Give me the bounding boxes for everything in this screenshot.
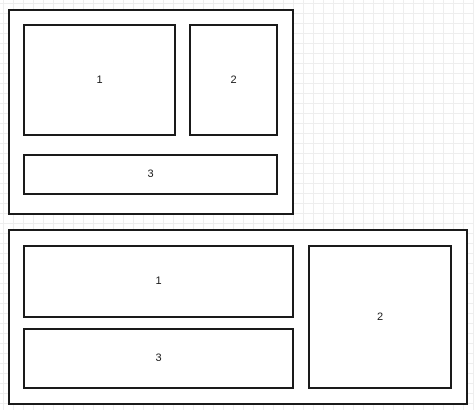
bottom-panel-3-label: 3 bbox=[155, 352, 162, 364]
top-panel-1-label: 1 bbox=[96, 73, 103, 86]
bottom-panel-2: 2 bbox=[308, 245, 452, 389]
bottom-panel-3: 3 bbox=[23, 328, 294, 389]
top-panel-2-label: 2 bbox=[230, 73, 237, 86]
top-panel-3: 3 bbox=[23, 154, 278, 195]
bottom-panel-1: 1 bbox=[23, 245, 294, 318]
top-panel-3-label: 3 bbox=[147, 168, 154, 180]
top-panel-2: 2 bbox=[189, 24, 278, 136]
top-panel-1: 1 bbox=[23, 24, 176, 136]
bottom-panel-2-label: 2 bbox=[376, 310, 384, 323]
bottom-panel-1-label: 1 bbox=[155, 275, 162, 287]
